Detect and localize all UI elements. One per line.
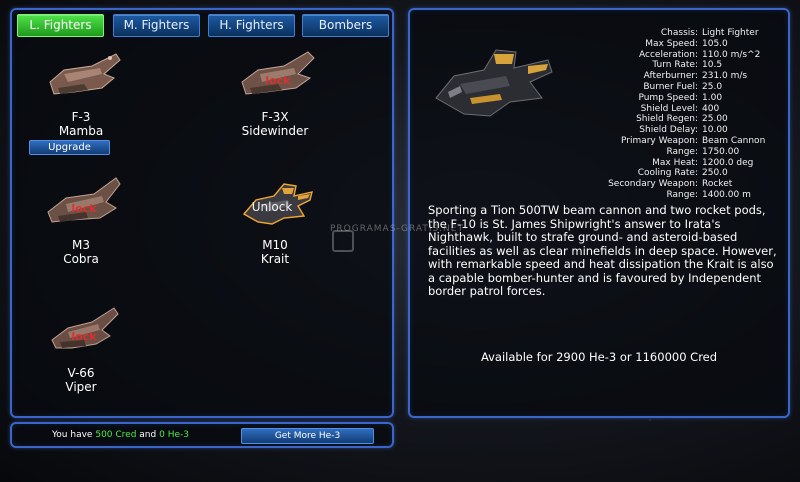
stat-cooling-rate: Cooling Rate:250.0	[637, 168, 728, 179]
stat-pump-speed: Pump Speed:1.00	[638, 92, 723, 103]
ship-name: M3	[72, 238, 90, 252]
stat-shield-level: Shield Level:400	[640, 103, 720, 114]
unlock-label: Unlock	[251, 200, 293, 214]
ship-slot-f3-mamba[interactable]: F-3 Mamba	[26, 44, 136, 154]
stat-primary-weapon: Primary Weapon:Beam Cannon	[620, 135, 766, 146]
ship-model: Mamba	[58, 124, 104, 138]
ship-name: F-3X	[261, 110, 289, 124]
stat-shield-delay: Shield Delay:10.00	[639, 125, 728, 136]
tab-heavy-fighters[interactable]: H. Fighters	[208, 14, 295, 37]
stat-acceleration: Acceleration:110.0 m/s^2	[639, 49, 761, 60]
stat-max-speed: Max Speed:105.0	[645, 38, 728, 49]
ship-slot-v66-viper[interactable]: lock V-66 Viper	[26, 300, 136, 410]
upgrade-button[interactable]: Upgrade	[29, 140, 110, 155]
stat-turn-rate: Turn Rate:10.5	[652, 60, 723, 71]
ship-krait-icon	[242, 183, 313, 225]
stat-afterburner: Afterburner:231.0 m/s	[643, 71, 748, 82]
stat-secondary-weapon: Secondary Weapon:Rocket	[608, 179, 733, 190]
ship-price: Available for 2900 He-3 or 1160000 Cred	[480, 350, 718, 364]
wallet-balance: You have 500 Cred and 0 He-3	[52, 430, 189, 440]
stat-secondary-range: Range:1400.00 m	[666, 189, 751, 200]
lock-label: lock	[71, 202, 97, 215]
ship-slot-f3x-sidewinder[interactable]: lock F-3X Sidewinder	[220, 44, 330, 154]
ship-name: V-66	[67, 366, 95, 380]
lock-label: lock	[71, 330, 97, 343]
ship-name: F-3	[71, 110, 91, 124]
ship-description: Sporting a Tion 500TW beam cannon and tw…	[428, 203, 777, 298]
get-more-he3-button[interactable]: Get More He-3	[241, 428, 374, 444]
wallet-bar: You have 500 Cred and 0 He-3 Get More He…	[10, 422, 394, 448]
ship-slot-m10-krait[interactable]: Unlock M10 Krait	[220, 172, 330, 282]
ship-cobra-icon	[47, 177, 121, 223]
stat-chassis: Chassis:Light Fighter	[660, 28, 759, 38]
stat-max-heat: Max Heat:1200.0 deg	[652, 157, 754, 168]
lock-label: lock	[265, 74, 291, 87]
ship-model: Sidewinder	[241, 124, 309, 138]
stat-burner-fuel: Burner Fuel:25.0	[643, 81, 723, 92]
stat-primary-range: Range:1750.00	[666, 146, 740, 157]
ship-sidewinder-icon	[241, 51, 315, 95]
cred-amount: 500 Cred	[95, 430, 137, 440]
ship-stats: Chassis:Light Fighter Max Speed:105.0 Ac…	[558, 28, 765, 201]
tab-bombers[interactable]: Bombers	[302, 14, 389, 37]
stat-shield-regen: Shield Regen:25.00	[636, 114, 728, 125]
tab-medium-fighters[interactable]: M. Fighters	[113, 14, 200, 37]
ship-slot-m3-cobra[interactable]: lock M3 Cobra	[26, 172, 136, 282]
ship-name: M10	[262, 238, 288, 252]
watermark: PROGRAMAS-GRATIS.NET	[330, 224, 464, 234]
ship-mamba-icon	[49, 53, 121, 95]
ship-model: Cobra	[63, 252, 99, 266]
ship-model: Krait	[260, 252, 290, 266]
he3-amount: 0 He-3	[159, 430, 189, 440]
ship-viper-icon	[51, 307, 119, 349]
ship-list-panel: L. Fighters M. Fighters H. Fighters Bomb…	[10, 8, 394, 418]
ship-model: Viper	[65, 380, 97, 394]
tab-light-fighters[interactable]: L. Fighters	[17, 14, 104, 37]
ship-preview-image	[435, 49, 553, 117]
watermark-logo-icon	[332, 230, 354, 252]
ship-details-panel: Chassis:Light Fighter Max Speed:105.0 Ac…	[408, 8, 790, 418]
